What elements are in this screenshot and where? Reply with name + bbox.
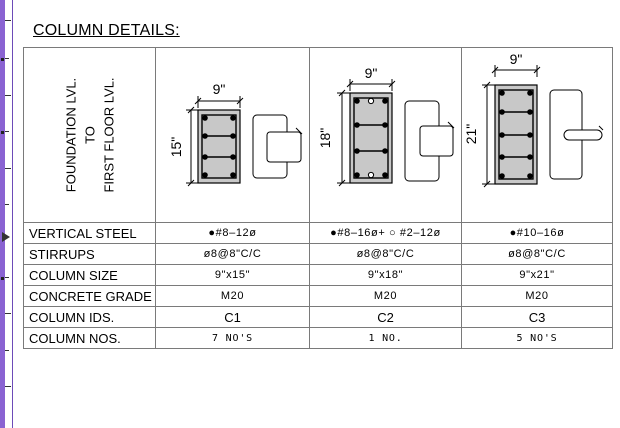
c2-small-bars	[367, 97, 375, 179]
row-label: COLUMN NOS.	[23, 327, 156, 349]
row-label: COLUMN IDS.	[23, 306, 156, 328]
ruler-tick	[5, 131, 9, 132]
row-label: STIRRUPS	[23, 243, 156, 265]
table-row: COLUMN NOS. 7 NO'S 1 NO. 5 NO'S	[23, 327, 613, 349]
ruler-bar	[0, 0, 5, 428]
row-label: COLUMN SIZE	[23, 264, 156, 286]
table-cell: ●#8–16ø+ ○ #2–12ø	[309, 222, 462, 244]
row-label: CONCRETE GRADE	[23, 285, 156, 307]
table-row: STIRRUPS ø8@8"C/C ø8@8"C/C ø8@8"C/C	[23, 243, 613, 265]
c2-concrete-section	[349, 92, 393, 184]
ruler-tick	[5, 58, 9, 59]
c3-depth-dim: 21"	[463, 124, 479, 145]
ruler-mark	[1, 131, 4, 134]
c1-bars	[202, 115, 236, 178]
table-cell: ø8@8"C/C	[309, 243, 462, 265]
c1-width-dim: 9"	[213, 81, 226, 97]
table-cell: ●#8–12ø	[155, 222, 310, 244]
table-cell: ø8@8"C/C	[155, 243, 310, 265]
c3-width-dim: 9"	[510, 51, 523, 67]
table-row: CONCRETE GRADE M20 M20 M20	[23, 285, 613, 307]
left-ruler	[0, 0, 13, 428]
column-c3-drawing: 9" 21"	[461, 47, 613, 223]
table-cell: ø8@8"C/C	[461, 243, 613, 265]
table-cell: ●#10–16ø	[461, 222, 613, 244]
c3-bars	[499, 90, 533, 179]
c1-stirrup	[201, 114, 237, 179]
ruler-tick	[5, 204, 9, 205]
c3-tie-detail	[549, 89, 604, 180]
level-label: FOUNDATION LVL. TO FIRST FLOOR LVL.	[63, 77, 117, 193]
column-c2-drawing: 9" 18"	[309, 47, 462, 223]
ruler-mark	[1, 58, 4, 61]
ruler-tick	[5, 20, 11, 21]
table-cell: M20	[155, 285, 310, 307]
table-row: COLUMN SIZE 9"x15" 9"x18" 9"x21"	[23, 264, 613, 286]
table-cell: C2	[309, 306, 462, 328]
table-cell: 9"x18"	[309, 264, 462, 286]
table-cell: C1	[155, 306, 310, 328]
c2-width-dim: 9"	[365, 65, 378, 81]
table-cell: M20	[461, 285, 613, 307]
table-cell: C3	[461, 306, 613, 328]
c2-depth-dim: 18"	[317, 128, 333, 149]
table-cell: M20	[309, 285, 462, 307]
ruler-tick	[5, 386, 11, 387]
ruler-tick	[5, 277, 9, 278]
column-details-table: FOUNDATION LVL. TO FIRST FLOOR LVL.	[23, 47, 613, 349]
ruler-tick	[5, 313, 11, 314]
c1-concrete-section	[197, 109, 241, 184]
ruler-tick	[5, 168, 11, 169]
column-section-c2: 9" 18"	[317, 65, 455, 187]
table-cell: 1 NO.	[309, 327, 462, 349]
table-cell: 5 NO'S	[461, 327, 613, 349]
table-cell: 9"x15"	[155, 264, 310, 286]
table-row: VERTICAL STEEL ●#8–12ø ●#8–16ø+ ○ #2–12ø…	[23, 222, 613, 244]
ruler-arrow-icon[interactable]	[2, 232, 10, 242]
c2-bars	[354, 98, 388, 178]
table-cell: 9"x21"	[461, 264, 613, 286]
column-c1-drawing: 9" 15"	[155, 47, 310, 223]
ruler-tick	[5, 350, 9, 351]
table-row: COLUMN IDS. C1 C2 C3	[23, 306, 613, 328]
row-label: VERTICAL STEEL	[23, 222, 156, 244]
c1-depth-dim: 15"	[168, 137, 184, 158]
c1-tie-detail	[252, 114, 303, 179]
ruler-mark	[1, 277, 4, 280]
table-cell: 7 NO'S	[155, 327, 310, 349]
column-section-c3: 9" 21"	[463, 51, 604, 188]
column-details-table-wrap: FOUNDATION LVL. TO FIRST FLOOR LVL.	[23, 47, 613, 349]
drawing-row: FOUNDATION LVL. TO FIRST FLOOR LVL.	[23, 47, 613, 223]
column-section-c1: 9" 15"	[168, 81, 303, 187]
page-title: COLUMN DETAILS:	[33, 22, 180, 39]
ruler-tick	[5, 95, 11, 96]
c2-tie-detail	[404, 100, 455, 182]
level-cell: FOUNDATION LVL. TO FIRST FLOOR LVL.	[23, 47, 156, 223]
